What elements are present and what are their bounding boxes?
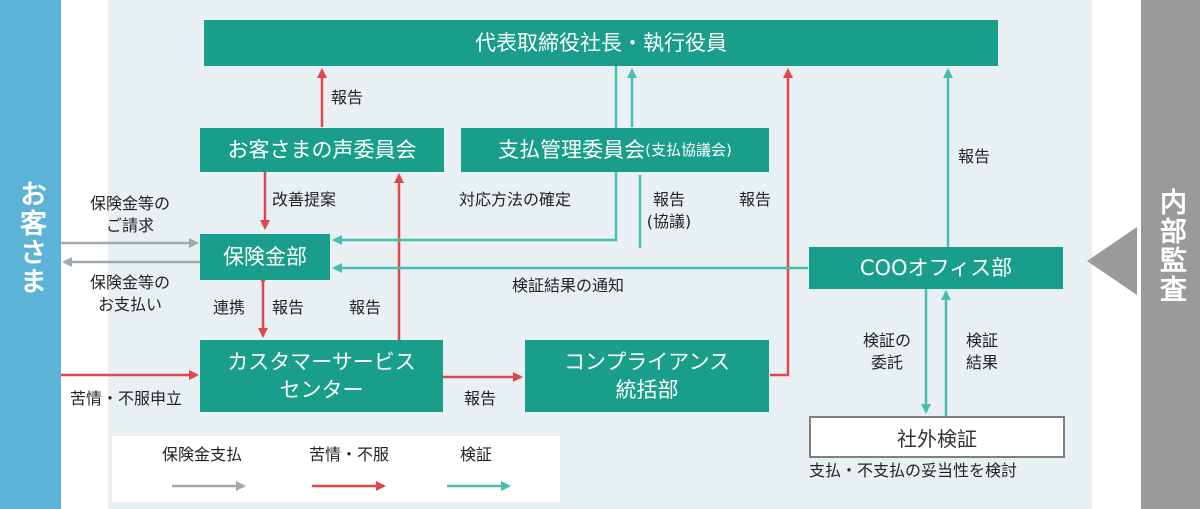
label-improvement: 改善提案: [272, 190, 337, 209]
customer-center-line1: カスタマーサービス: [227, 350, 416, 374]
internal-audit-bar: 内部監査: [1141, 0, 1200, 509]
label-verification-notice: 検証結果の通知: [512, 276, 625, 295]
payment-committee-box: 支払管理委員会 (支払協議会): [461, 128, 769, 172]
label-verify-result-line1: 検証: [965, 331, 998, 350]
executive-box: 代表取締役社長・執行役員: [204, 20, 998, 66]
legend-complaint-label: 苦情・不服: [309, 445, 390, 464]
label-report-consult: 報告: [652, 190, 685, 209]
payment-committee-note: (支払協議会): [645, 141, 732, 159]
label-cooperation: 連携: [213, 298, 246, 317]
customer-label: お客さま: [15, 180, 46, 296]
customer-service-center-box: カスタマーサービス センター: [200, 340, 443, 412]
label-claim-line1: 保険金等の: [89, 194, 170, 213]
label-verify-result-line2: 結果: [965, 353, 998, 372]
label-report-voice-up: 報告: [349, 298, 382, 317]
external-verification-box: 社外検証: [809, 416, 1065, 458]
payment-committee-label: 支払管理委員会: [498, 138, 646, 162]
internal-audit-label: 内部監査: [1155, 188, 1186, 304]
customer-bar: お客さま: [0, 0, 61, 509]
compliance-line2: 統括部: [615, 378, 679, 402]
legend: 保険金支払 苦情・不服 検証: [112, 436, 560, 502]
label-external-note: 支払・不支払の妥当性を検討: [809, 461, 1018, 480]
label-payment-line1: 保険金等の: [89, 273, 170, 292]
label-report-center: 報告: [272, 298, 305, 317]
compliance-line1: コンプライアンス: [563, 350, 731, 374]
coo-office-box: COOオフィス部: [809, 247, 1063, 289]
label-claim-line2: ご請求: [105, 216, 154, 235]
label-consult: (協議): [646, 212, 692, 231]
legend-arrows: [172, 481, 511, 491]
legend-payment-label: 保険金支払: [162, 445, 243, 464]
voice-committee-box: お客さまの声委員会: [200, 128, 444, 172]
label-report-to-compliance: 報告: [464, 389, 497, 408]
customer-center-line2: センター: [279, 378, 364, 402]
legend-verification-label: 検証: [460, 445, 493, 464]
label-report-compliance: 報告: [739, 190, 772, 209]
label-payment-line2: お支払い: [97, 295, 162, 314]
label-report-coo: 報告: [958, 147, 991, 166]
insurance-dept-box: 保険金部: [200, 234, 330, 280]
compliance-dept-box: コンプライアンス 統括部: [525, 340, 769, 412]
label-verify-request-line1: 検証の: [862, 331, 911, 350]
label-complaint: 苦情・不服申立: [70, 389, 183, 408]
audit-pointer-triangle: [1087, 227, 1137, 295]
label-verify-request-line2: 委託: [870, 353, 903, 372]
label-method-confirmed: 対応方法の確定: [459, 190, 572, 209]
label-report-voice: 報告: [331, 88, 364, 107]
